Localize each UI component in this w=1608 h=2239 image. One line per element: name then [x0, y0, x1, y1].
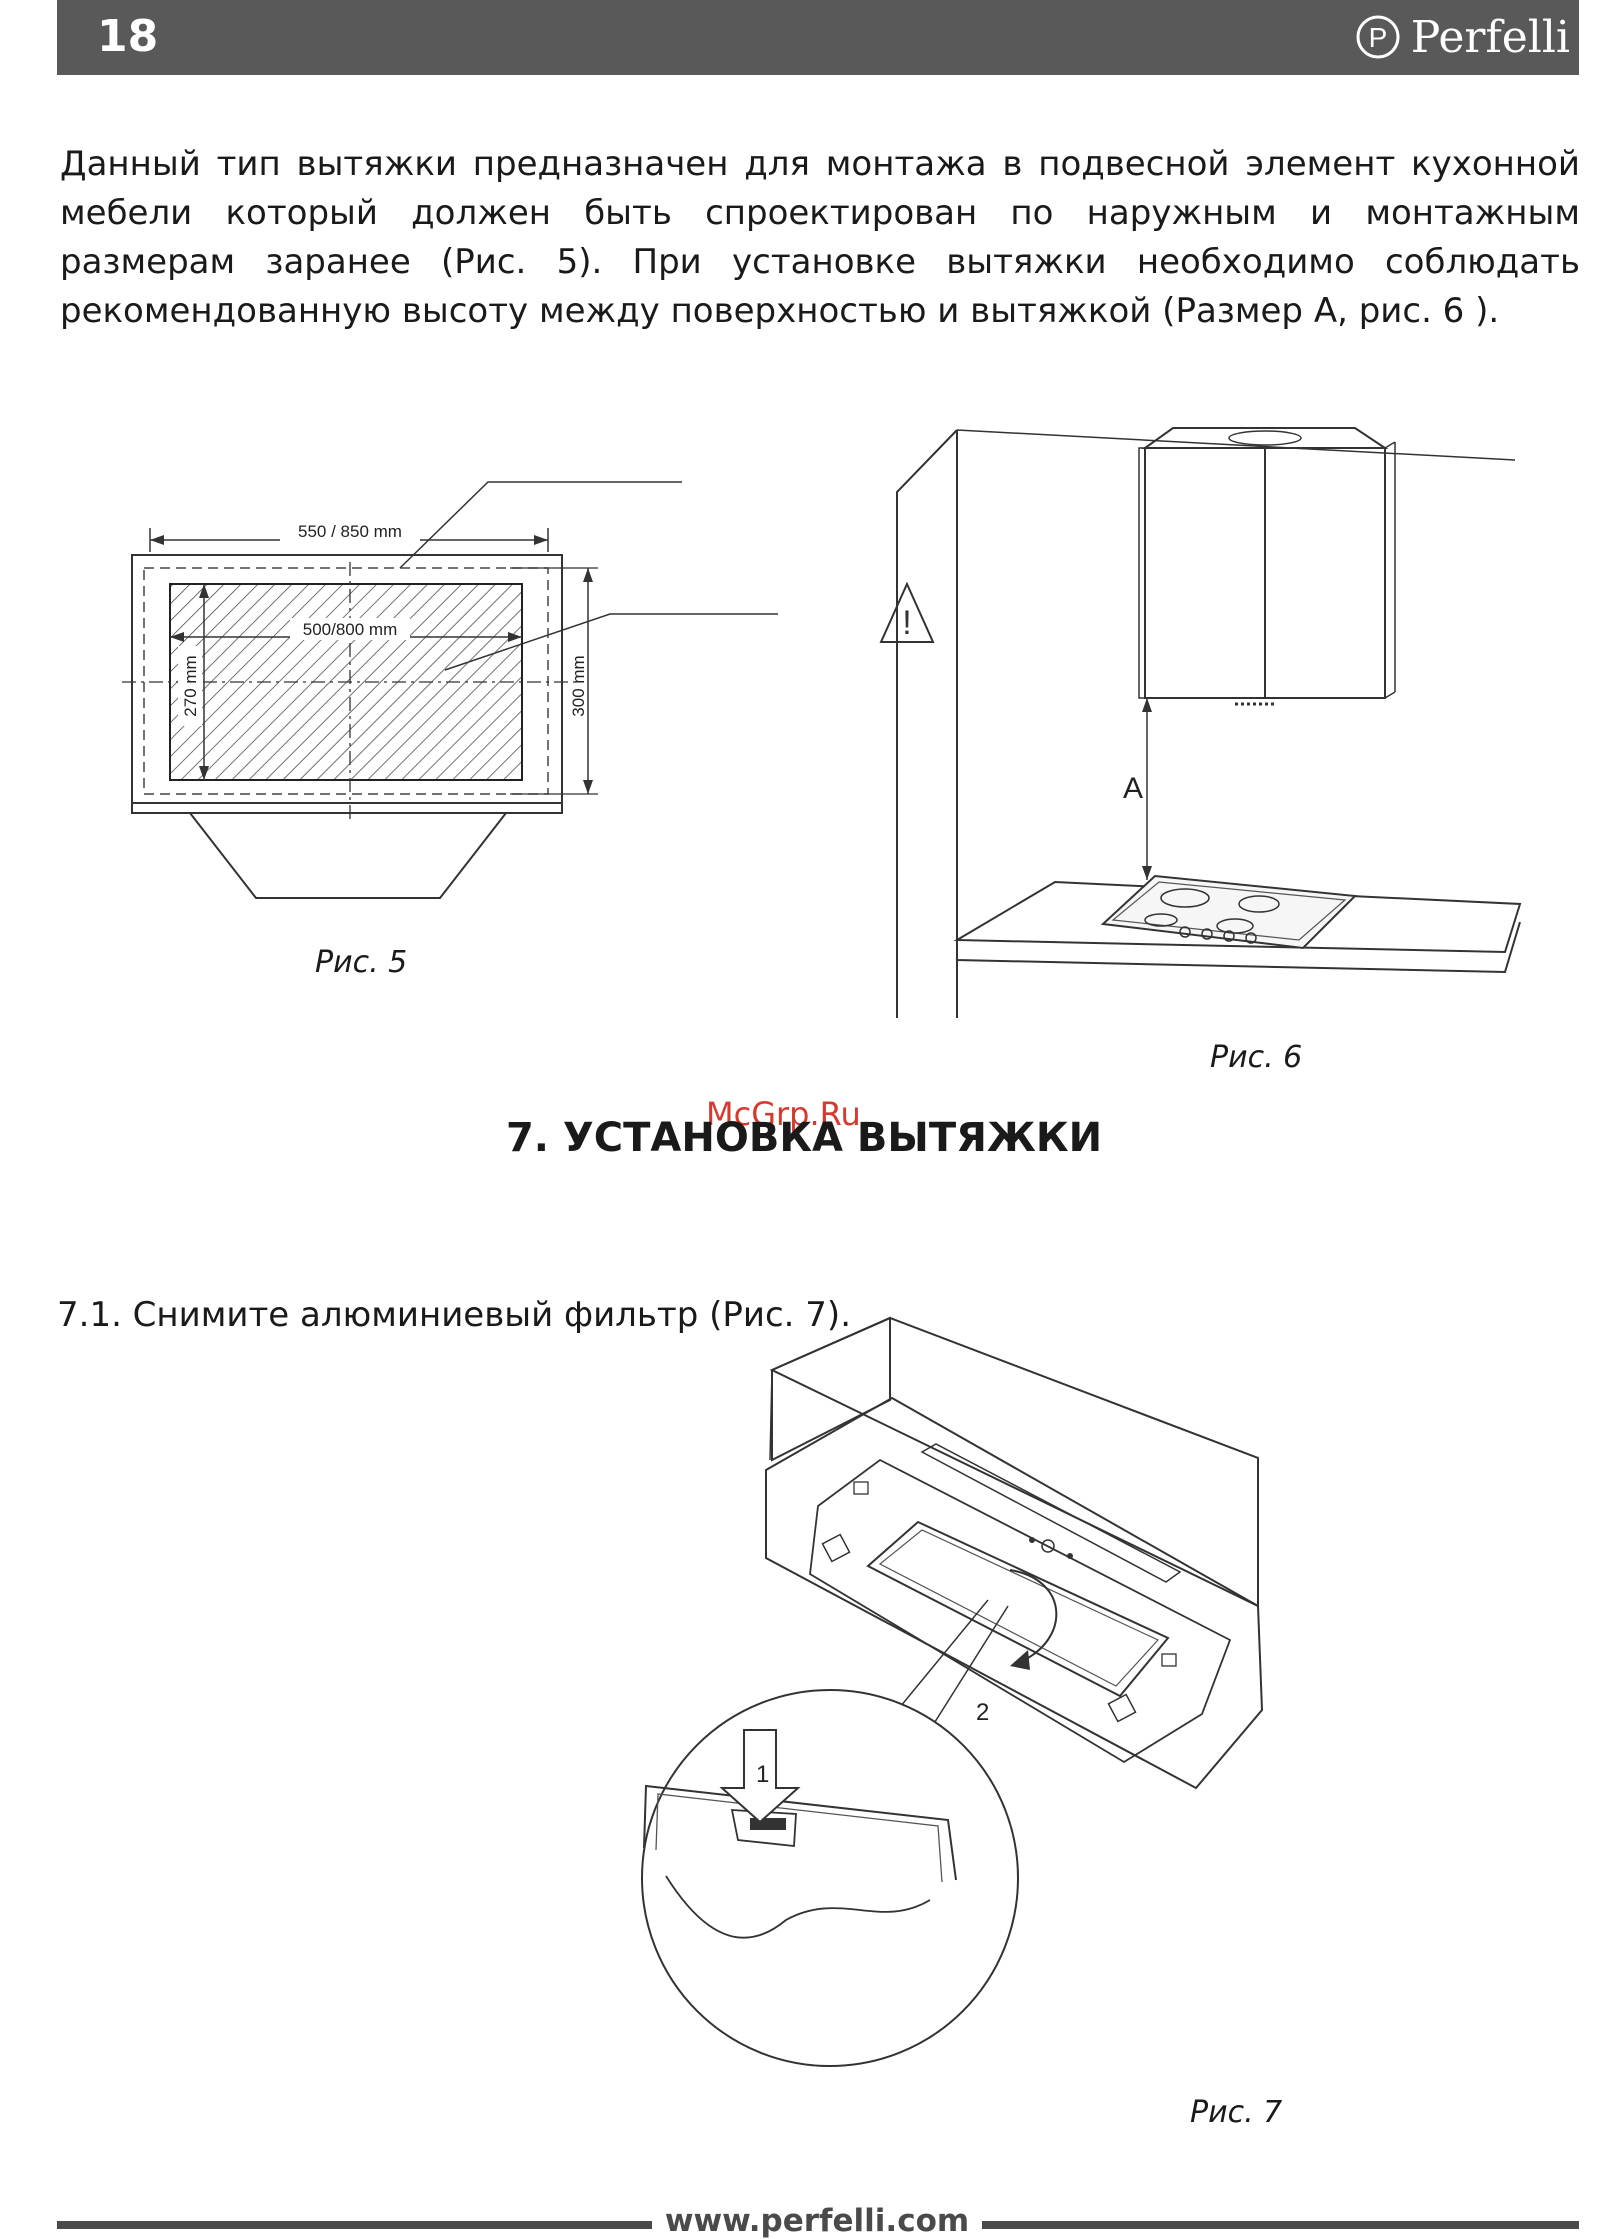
fig6-installation-diagram: ! A	[879, 427, 1522, 1018]
logo-letter: P	[1368, 22, 1387, 53]
section-heading: 7. УСТАНОВКА ВЫТЯЖКИ	[505, 1115, 1103, 1161]
warning-icon	[879, 581, 935, 643]
brand-name: Perfelli	[1410, 11, 1570, 63]
fig5-caption: Рис. 5	[315, 945, 408, 980]
fig7-label-1: 1	[756, 1761, 769, 1788]
brand-logo: P Perfelli	[1355, 6, 1570, 68]
perfelli-logo-icon: P	[1356, 15, 1400, 59]
fig7-label-2: 2	[976, 1699, 989, 1726]
fig6-caption: Рис. 6	[1210, 1040, 1303, 1075]
fig5-dim-inner-height: 270 mm	[181, 655, 200, 716]
fig5-dim-outer-width: 550 / 850 mm	[298, 522, 402, 541]
intro-paragraph: Данный тип вытяжки предназначен для монт…	[60, 144, 1580, 331]
fig6-dim-a: A	[1123, 772, 1143, 805]
fig5-dimension-diagram: 550 / 850 mm 500/800 mm 270 mm 300 mm	[122, 481, 778, 899]
footer-rule-right	[982, 2221, 1579, 2229]
warning-symbol: !	[902, 604, 911, 642]
fig5-dim-outer-height: 300 mm	[569, 655, 588, 716]
watermark: McGrp.Ru	[706, 1095, 861, 1133]
fig5-dim-inner-width: 500/800 mm	[303, 620, 398, 639]
page-number: 18	[97, 11, 159, 62]
footer-url[interactable]: www.perfelli.com	[664, 2203, 970, 2239]
step-7-1-text: 7.1. Снимите алюминиевый фильтр (Рис. 7)…	[57, 1295, 852, 1335]
header-bar	[57, 0, 1579, 75]
footer-rule-left	[57, 2221, 652, 2229]
fig7-filter-removal-diagram: 2 1	[641, 1316, 1264, 2067]
fig7-caption: Рис. 7	[1190, 2095, 1283, 2130]
